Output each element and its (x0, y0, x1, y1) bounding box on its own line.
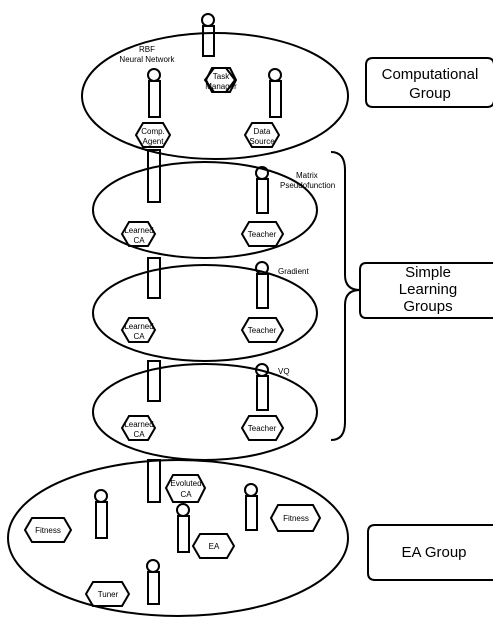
layer-3-learned-ca-1: Learned (124, 420, 153, 429)
fitness-left-hex: Fitness (23, 517, 73, 543)
layer-2-learned-ca-1: Learned (124, 322, 153, 331)
computational-group-title-1: Computational (382, 66, 479, 83)
layer-3-teacher-hex: Teacher (240, 415, 285, 441)
svg-text:Learning: Learning (399, 281, 457, 298)
task-manager-hex: Task Manager (203, 67, 237, 93)
layer-3-label: VQ (278, 367, 290, 376)
comp-agent-label-2: Agent (143, 137, 165, 146)
svg-text:Groups: Groups (403, 298, 452, 315)
task-manager-label-2: Manager (205, 82, 237, 91)
svg-text:Simple: Simple (405, 264, 451, 281)
ea-hex: EA (191, 533, 236, 559)
svg-text:Neural Network: Neural Network (119, 55, 175, 64)
layer-1-learned-ca-hex: Learned CA (120, 221, 157, 247)
layer-1-label-1: Matrix (296, 171, 318, 180)
learning-layer-3-ellipse (92, 363, 318, 461)
layer-1-label-2: Pseudofunction (280, 181, 335, 190)
layer-2-learned-ca-hex: Learned CA (120, 317, 157, 343)
layer-1-teacher-label: Teacher (248, 230, 277, 239)
ea-bottom-figure (146, 559, 160, 605)
simple-learning-title-3: Groups (403, 298, 452, 315)
layer-1-learned-ca-1: Learned (124, 226, 153, 235)
svg-text:Group: Group (409, 85, 451, 102)
layer-3-learned-ca-2: CA (133, 430, 145, 439)
tuner-label: Tuner (98, 590, 119, 599)
comp-agent-hex: Comp. Agent (134, 122, 172, 148)
layer-1-teacher-figure (255, 166, 269, 214)
layer-2-label: Gradient (278, 267, 309, 276)
layer-2-teacher-label: Teacher (248, 326, 277, 335)
simple-learning-brace (330, 151, 361, 441)
comp-agent-figure (147, 68, 161, 118)
ea-label: EA (209, 542, 220, 551)
learning-layer-2-ellipse (92, 264, 318, 362)
evoluted-ca-label-2: CA (180, 490, 192, 499)
layer-3-learned-ca-hex: Learned CA (120, 415, 157, 441)
ea-group-box: EA Group (367, 524, 493, 581)
computational-group-box: Computational Group (365, 57, 493, 108)
layer-1-teacher-hex: Teacher (240, 221, 285, 247)
data-source-hex: Data Source (243, 122, 281, 148)
evoluted-ca-hex: Evoluted CA (164, 474, 207, 503)
layer-1-left-bar (147, 149, 161, 203)
ea-group-ellipse (7, 459, 349, 617)
ea-top-bar (147, 459, 161, 503)
comp-agent-label-1: Comp. (141, 127, 165, 136)
svg-text:RBF: RBF (139, 45, 155, 54)
layer-3-left-bar (147, 360, 161, 402)
data-source-label-2: Source (249, 137, 275, 146)
data-source-label-1: Data (254, 127, 271, 136)
tuner-hex: Tuner (84, 581, 131, 607)
simple-learning-title-1: Simple (405, 264, 451, 281)
svg-text:Matrix: Matrix (296, 171, 318, 180)
layer-2-teacher-figure (255, 261, 269, 309)
layer-2-teacher-hex: Teacher (240, 317, 285, 343)
computational-group-title-2: Group (409, 85, 451, 102)
simple-learning-title-2: Learning (399, 281, 457, 298)
layer-3-teacher-label: Teacher (248, 424, 277, 433)
layer-3-teacher-figure (255, 363, 269, 411)
svg-text:Pseudofunction: Pseudofunction (280, 181, 335, 190)
fitness-right-hex: Fitness (269, 504, 322, 532)
evoluted-ca-label-1: Evoluted (170, 479, 201, 488)
rbf-label-2: Neural Network (119, 55, 175, 64)
simple-learning-groups-box: Simple Learning Groups (359, 262, 493, 319)
layer-2-learned-ca-2: CA (133, 332, 145, 341)
top-agent-figure (201, 13, 215, 57)
layer-1-learned-ca-2: CA (133, 236, 145, 245)
ea-group-title: EA Group (401, 544, 466, 561)
rbf-label-1: RBF (139, 45, 155, 54)
fitness-right-label: Fitness (283, 514, 309, 523)
layer-2-left-bar (147, 257, 161, 299)
fitness-left-label: Fitness (35, 526, 61, 535)
ea-right-figure (244, 483, 258, 531)
svg-text:Computational: Computational (382, 66, 479, 83)
data-source-figure (268, 68, 282, 118)
ea-center-figure (176, 503, 190, 553)
ea-left-figure (94, 489, 108, 539)
task-manager-label-1: Task (213, 72, 230, 81)
learning-layer-1-ellipse (92, 161, 318, 259)
